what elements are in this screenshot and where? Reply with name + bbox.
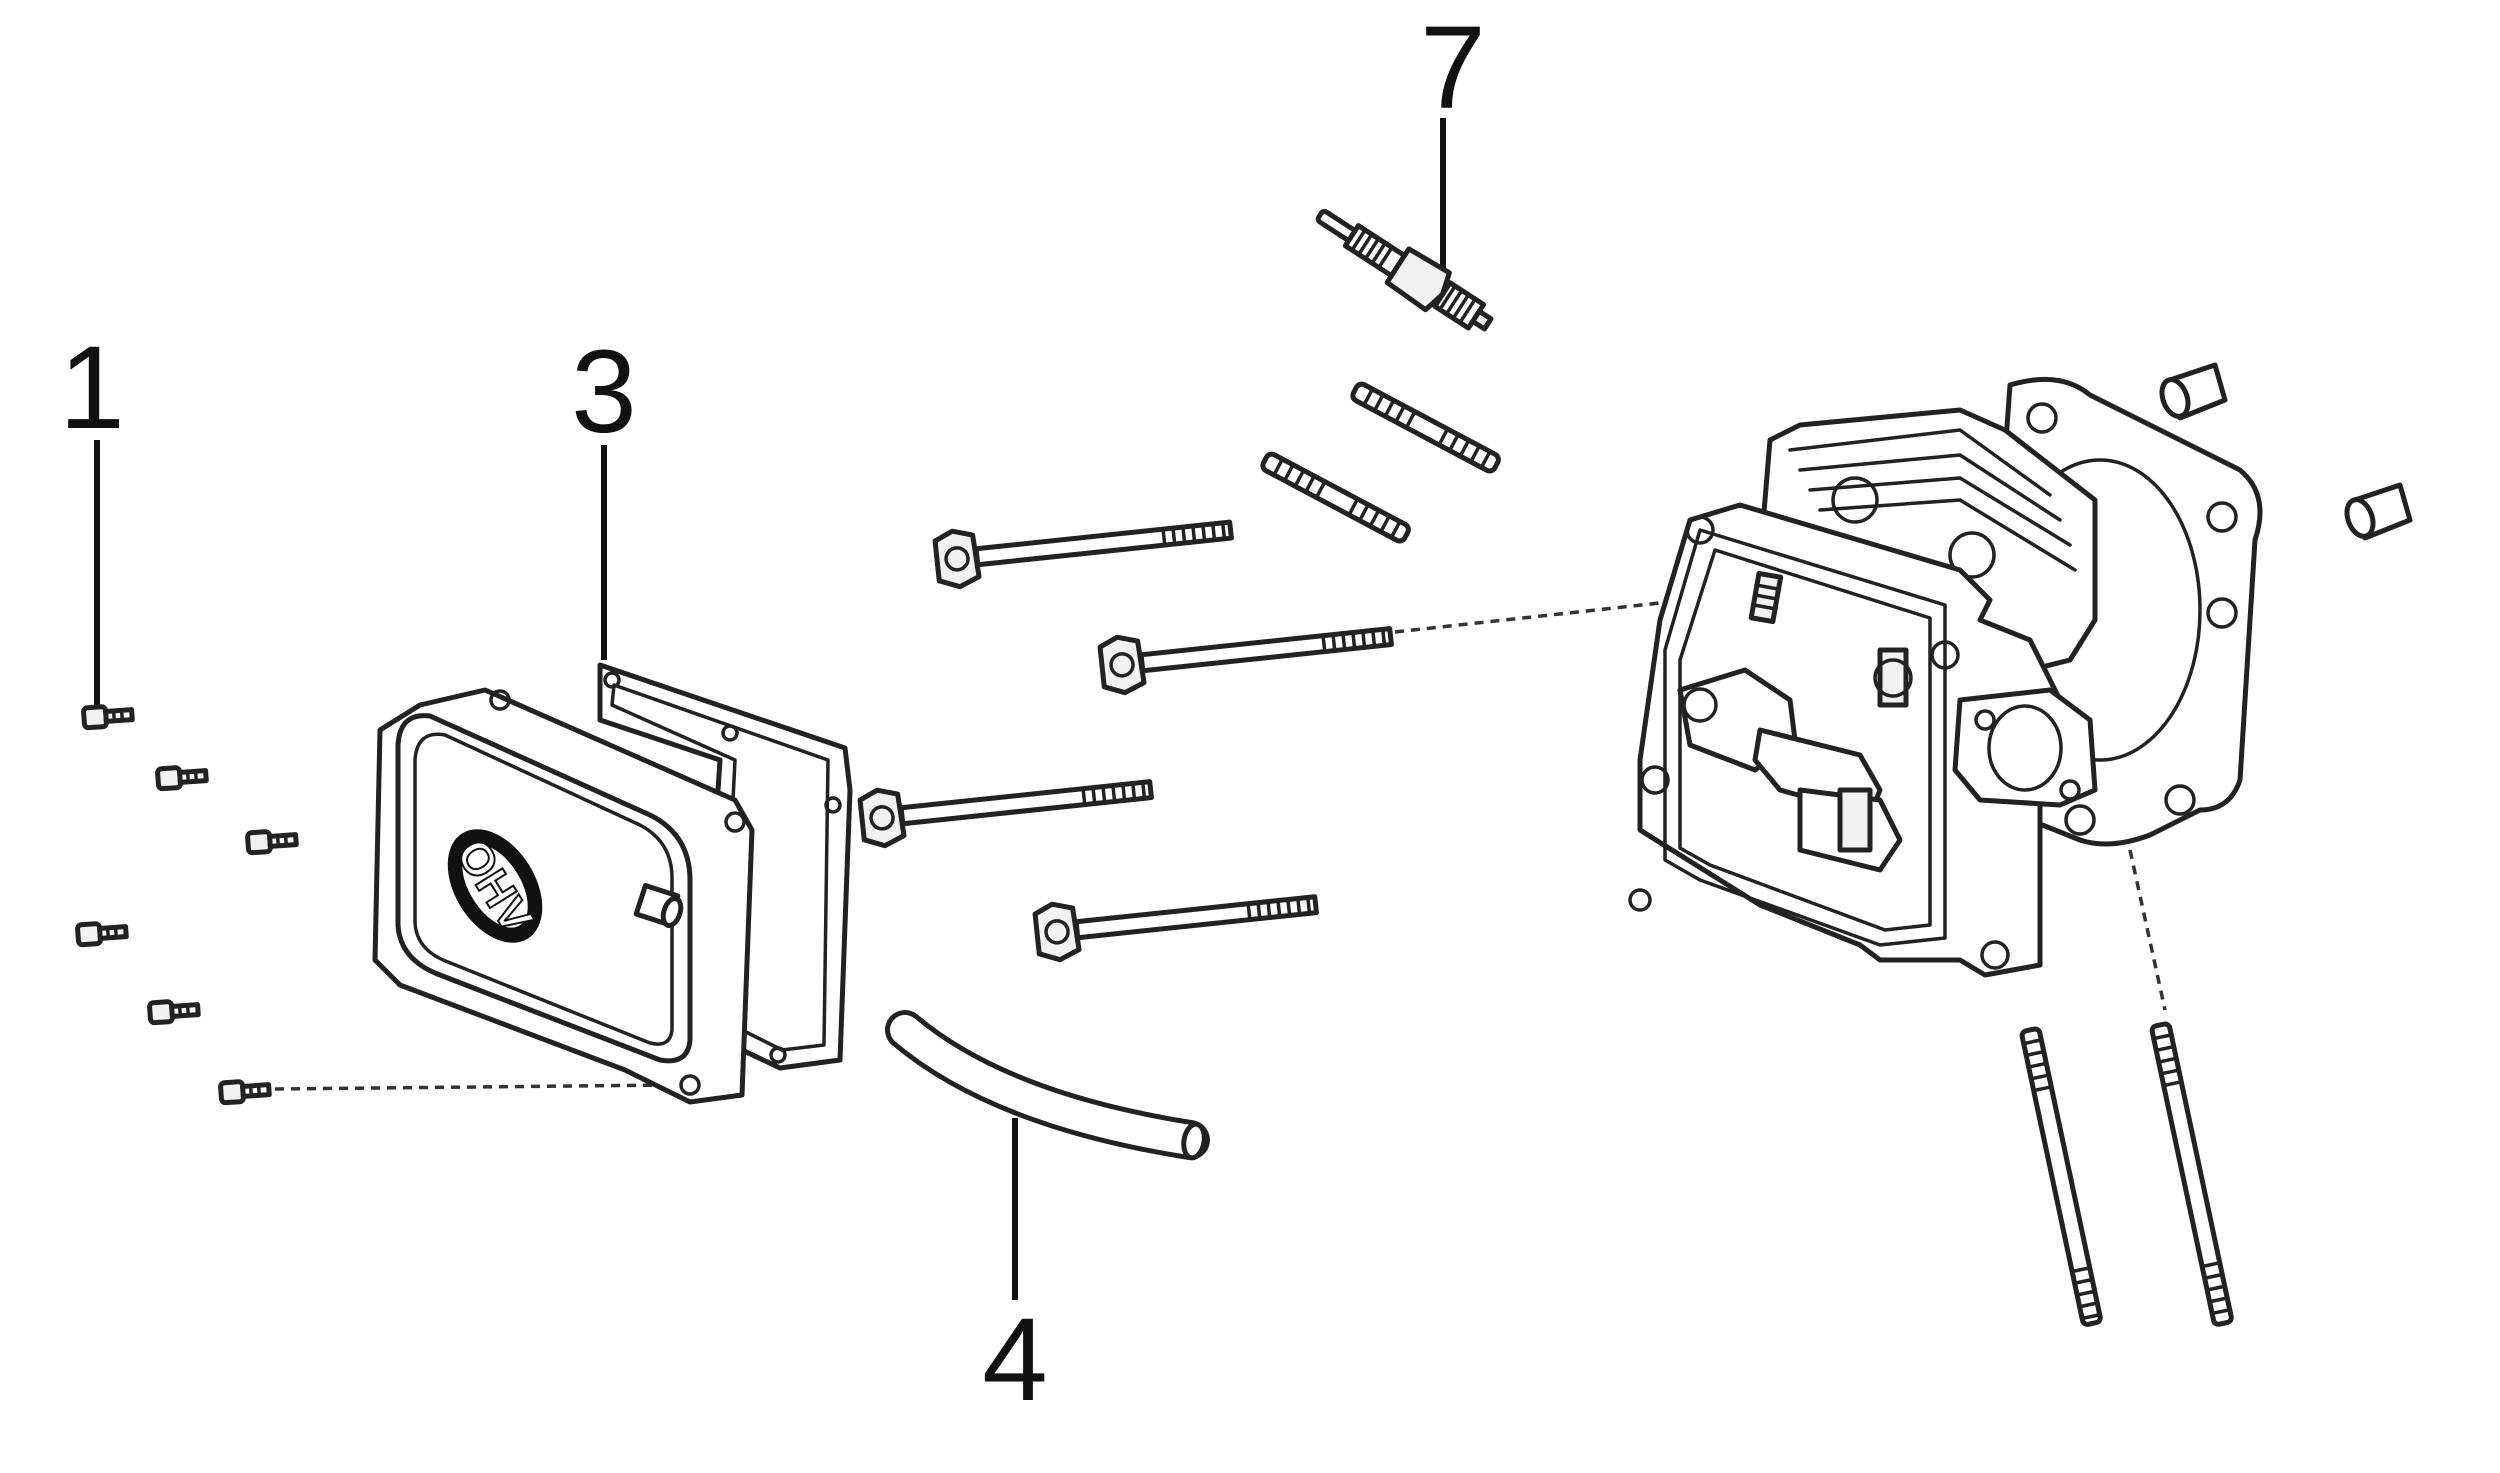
cover-bolt — [147, 999, 201, 1026]
cylinder-studs — [2019, 1021, 2234, 1327]
callout-1: 1 — [59, 322, 125, 712]
head-bolt — [1097, 626, 1394, 696]
cover-bolts — [75, 704, 673, 1106]
callout-1-number: 1 — [59, 322, 125, 454]
head-bolt — [932, 519, 1234, 590]
long-stud — [2019, 1026, 2103, 1327]
dowel-pin — [2159, 362, 2228, 421]
callout-4: 4 — [982, 1118, 1048, 1426]
cover-bolt — [245, 829, 299, 856]
cover-bolt — [218, 1079, 272, 1106]
head-bolts — [857, 519, 1761, 963]
callout-3: 3 — [571, 326, 637, 660]
cover-bolt — [75, 921, 129, 948]
cover-bolt — [81, 704, 135, 731]
head-bolt — [1032, 894, 1319, 963]
stud — [1350, 381, 1501, 474]
cover-bolt — [155, 765, 209, 792]
head-bolt — [857, 779, 1154, 849]
callout-7: 7 — [1420, 2, 1486, 285]
dowel-pin — [2344, 482, 2413, 541]
breather-nipple — [633, 882, 684, 929]
spark-plug — [1315, 209, 1494, 332]
callout-3-number: 3 — [571, 326, 637, 458]
callout-4-number: 4 — [982, 1294, 1048, 1426]
valve-cover: OHV — [372, 687, 755, 1105]
breather-hose — [885, 1010, 1210, 1161]
long-stud — [2149, 1021, 2234, 1327]
stud — [1260, 451, 1411, 544]
callout-7-number: 7 — [1420, 2, 1486, 134]
cylinder-head — [1628, 362, 2413, 1011]
exhaust-studs — [1260, 381, 1501, 544]
